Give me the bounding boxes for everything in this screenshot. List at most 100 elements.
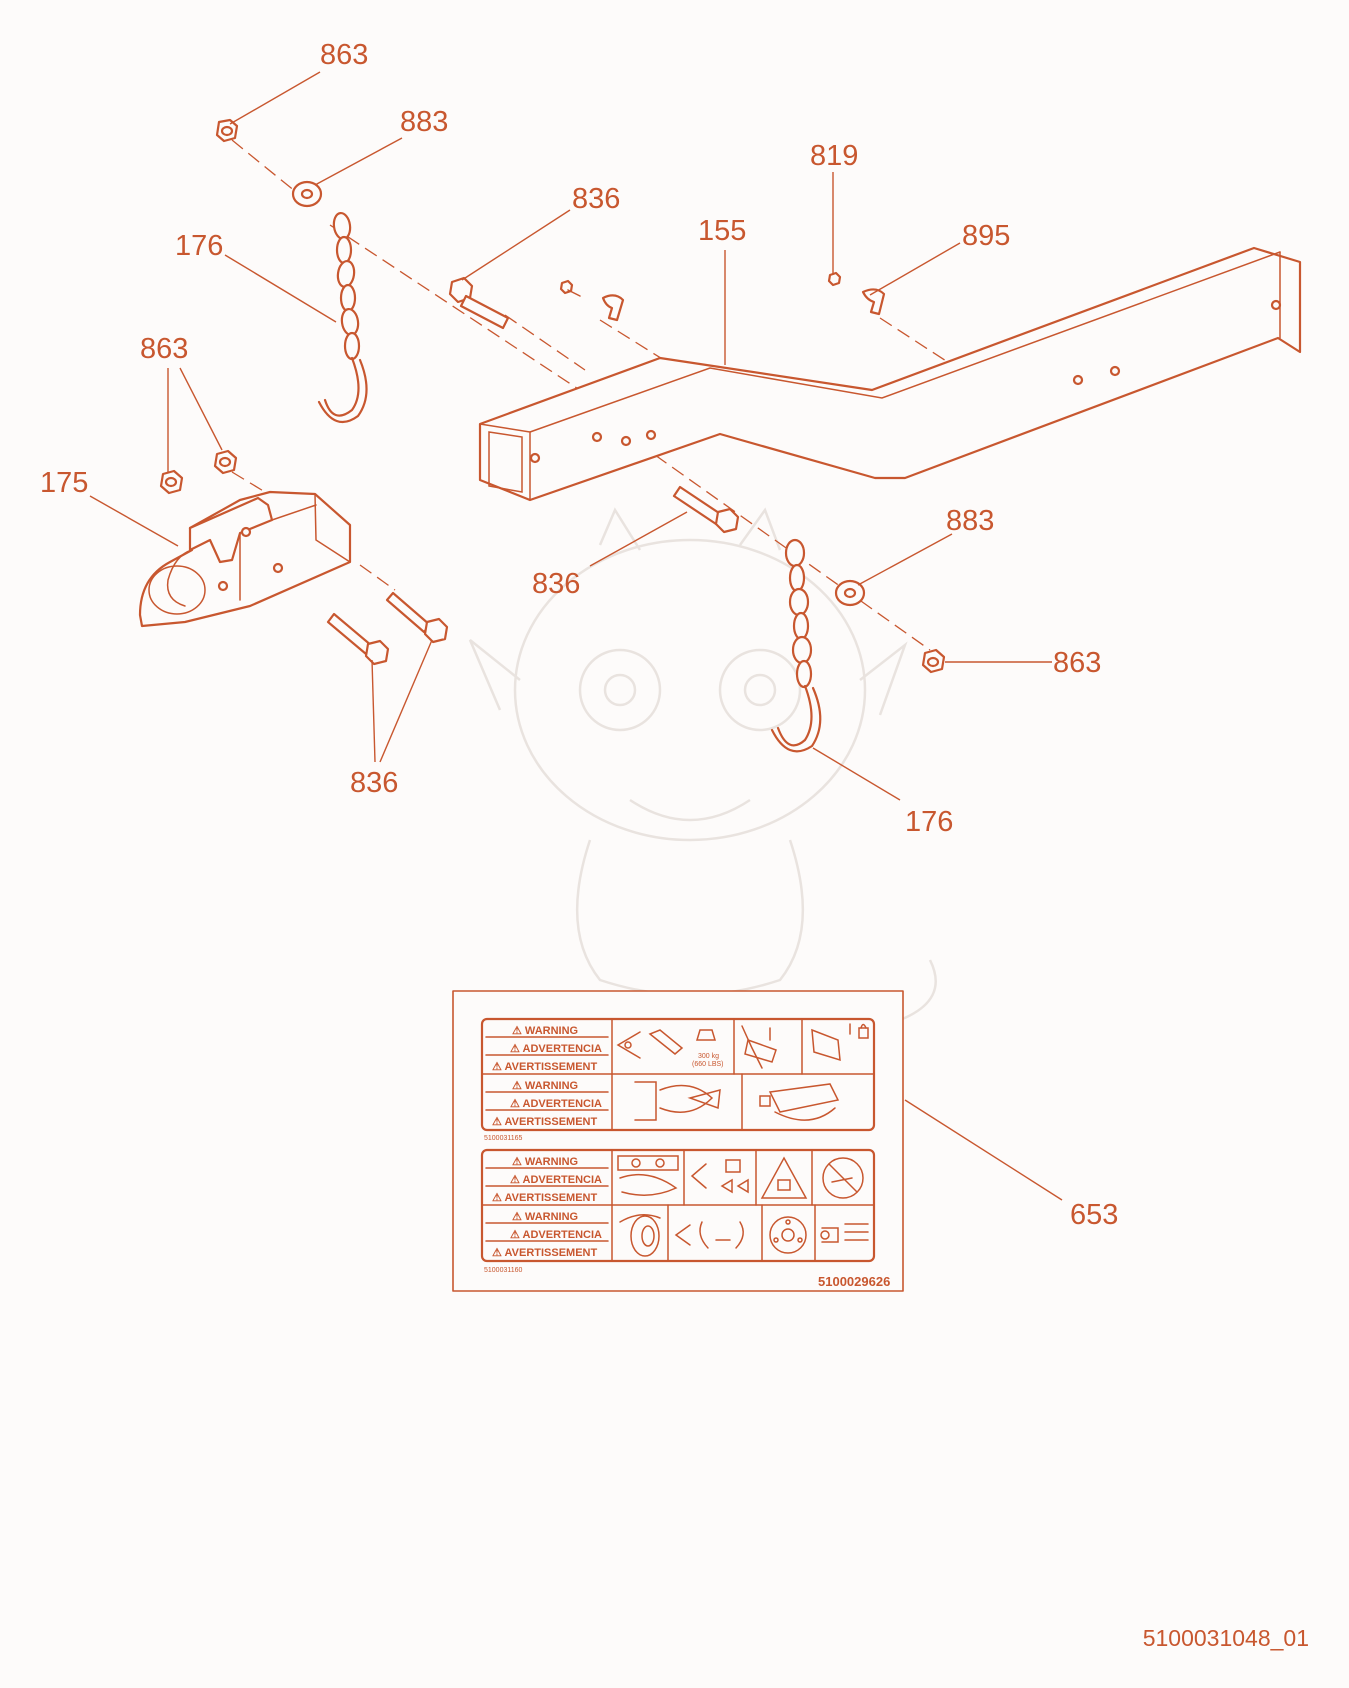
leader-line [857, 533, 953, 586]
leader-line [229, 71, 321, 125]
decal-avertissement-text: ⚠ AVERTISSEMENT [492, 1192, 597, 1204]
load-rating-text: 300 kg [698, 1053, 719, 1060]
coupler-chain-icon [759, 1083, 840, 1121]
decal-avertissement-text: ⚠ AVERTISSEMENT [492, 1247, 597, 1259]
document-id: 5100031048_01 [1142, 1625, 1309, 1651]
callout-819: 819 [810, 140, 858, 172]
alignment-line [329, 224, 611, 411]
callout-176-right: 176 [905, 806, 953, 838]
callout-labels: 863 883 836 155 819 895 176 863 175 836 … [40, 39, 1118, 1231]
callout-883-right: 883 [946, 505, 994, 537]
decal-avertissement-text: ⚠ AVERTISSEMENT [492, 1116, 597, 1128]
decal-warning-text: ⚠ WARNING [512, 1080, 578, 1092]
decal-warning-text: ⚠ WARNING [512, 1156, 578, 1168]
warning-decal-653: ⚠ WARNING ⚠ ADVERTENCIA ⚠ AVERTISSEMENT … [452, 990, 904, 1292]
tire-pressure-icon [674, 1221, 744, 1249]
callout-895: 895 [962, 220, 1010, 252]
coupler-175 [138, 490, 352, 628]
clamp-895 [861, 288, 886, 316]
warning-triangle-icon: ⚠ [510, 1098, 523, 1110]
clamp-895-left [601, 294, 625, 322]
warning-triangle-icon: ⚠ [492, 1192, 505, 1204]
decal-advertencia-text: ⚠ ADVERTENCIA [510, 1043, 602, 1055]
weight-icon [695, 1029, 717, 1041]
warning-triangle-icon: ⚠ [510, 1043, 523, 1055]
bolt-836 [448, 276, 510, 330]
leader-line [589, 511, 688, 567]
wrench-torque-icon [820, 1223, 869, 1243]
warning-triangle-icon: ⚠ [512, 1025, 525, 1037]
warning-triangle-icon: ⚠ [512, 1211, 525, 1223]
callout-836: 836 [572, 183, 620, 215]
callout-176: 176 [175, 230, 223, 262]
hazard-triangle-icon [760, 1156, 808, 1199]
chain-hitch-icon [741, 1025, 777, 1069]
light-hitch-icon [690, 1159, 749, 1194]
leader-line [461, 209, 571, 281]
leader-line [379, 639, 433, 763]
decal-advertencia-text: ⚠ ADVERTENCIA [510, 1098, 602, 1110]
leader-line [371, 659, 376, 763]
callout-155: 155 [698, 215, 746, 247]
decal-advertencia-text: ⚠ ADVERTENCIA [510, 1229, 602, 1241]
callout-863-right: 863 [1053, 647, 1101, 679]
alignment-line [231, 471, 271, 496]
decal-avertissement-text: ⚠ AVERTISSEMENT [492, 1061, 597, 1073]
no-riders-icon [822, 1157, 864, 1199]
wheel-bolt-icon [769, 1216, 807, 1254]
callout-836-middle: 836 [532, 568, 580, 600]
warning-triangle-icon: ⚠ [512, 1080, 525, 1092]
leader-line [314, 137, 403, 186]
washer-883 [291, 180, 323, 208]
warning-triangle-icon: ⚠ [510, 1174, 523, 1186]
warning-triangle-icon: ⚠ [512, 1156, 525, 1168]
decal-advertencia-text: ⚠ ADVERTENCIA [510, 1174, 602, 1186]
safety-chain-176-right [770, 538, 822, 753]
tongue-tube-155 [478, 246, 1302, 502]
nut-863-right [921, 648, 946, 674]
hitch-assembly [138, 118, 1302, 753]
warning-triangle-icon: ⚠ [492, 1116, 505, 1128]
coupler-open-icon [634, 1081, 721, 1121]
safety-chain-176 [317, 211, 368, 424]
hitch-lock-icon [811, 1023, 869, 1062]
callout-863: 863 [320, 39, 368, 71]
bolt-836-left-a [326, 612, 390, 666]
leader-line [869, 242, 961, 296]
upper-warning-label: ⚠ WARNING ⚠ ADVERTENCIA ⚠ AVERTISSEMENT … [480, 1017, 876, 1142]
nut-863 [215, 118, 239, 143]
leader-line [89, 495, 179, 547]
decal-warning-text: ⚠ WARNING [512, 1025, 578, 1037]
leader-line [904, 1099, 1063, 1201]
alignment-line [504, 314, 586, 371]
callout-653: 653 [1070, 1199, 1118, 1231]
tire-icon [619, 1214, 661, 1257]
alignment-line [879, 317, 961, 371]
decal-part-number: 5100029626 [818, 1274, 890, 1289]
callout-836-left: 836 [350, 767, 398, 799]
lower-warning-label: ⚠ WARNING ⚠ ADVERTENCIA ⚠ AVERTISSEMENT … [480, 1148, 876, 1274]
leader-line [224, 254, 337, 323]
watermark-dragon-illustration [468, 507, 937, 1022]
read-manual-eye-icon [616, 1031, 641, 1059]
leader-lines [89, 71, 1063, 1201]
decal-warning-text: ⚠ WARNING [512, 1211, 578, 1223]
warning-triangle-icon: ⚠ [492, 1247, 505, 1259]
leader-line [179, 367, 223, 451]
callout-883: 883 [400, 106, 448, 138]
washer-883-right [834, 579, 866, 607]
warning-triangle-icon: ⚠ [492, 1061, 505, 1073]
alignment-line [599, 319, 681, 371]
bolt-836-lower [672, 485, 740, 534]
callout-175: 175 [40, 467, 88, 499]
entanglement-icon [617, 1155, 679, 1196]
warning-triangle-icon: ⚠ [510, 1229, 523, 1241]
load-rating-text-lbs: (660 LBS) [692, 1061, 724, 1068]
bolt-819-left [559, 279, 581, 297]
nut-863-left-a [159, 469, 184, 495]
bolt-819 [827, 271, 842, 287]
hand-lift-icon [648, 1029, 684, 1055]
nut-863-left-b [213, 449, 238, 475]
alignment-line [359, 564, 396, 591]
